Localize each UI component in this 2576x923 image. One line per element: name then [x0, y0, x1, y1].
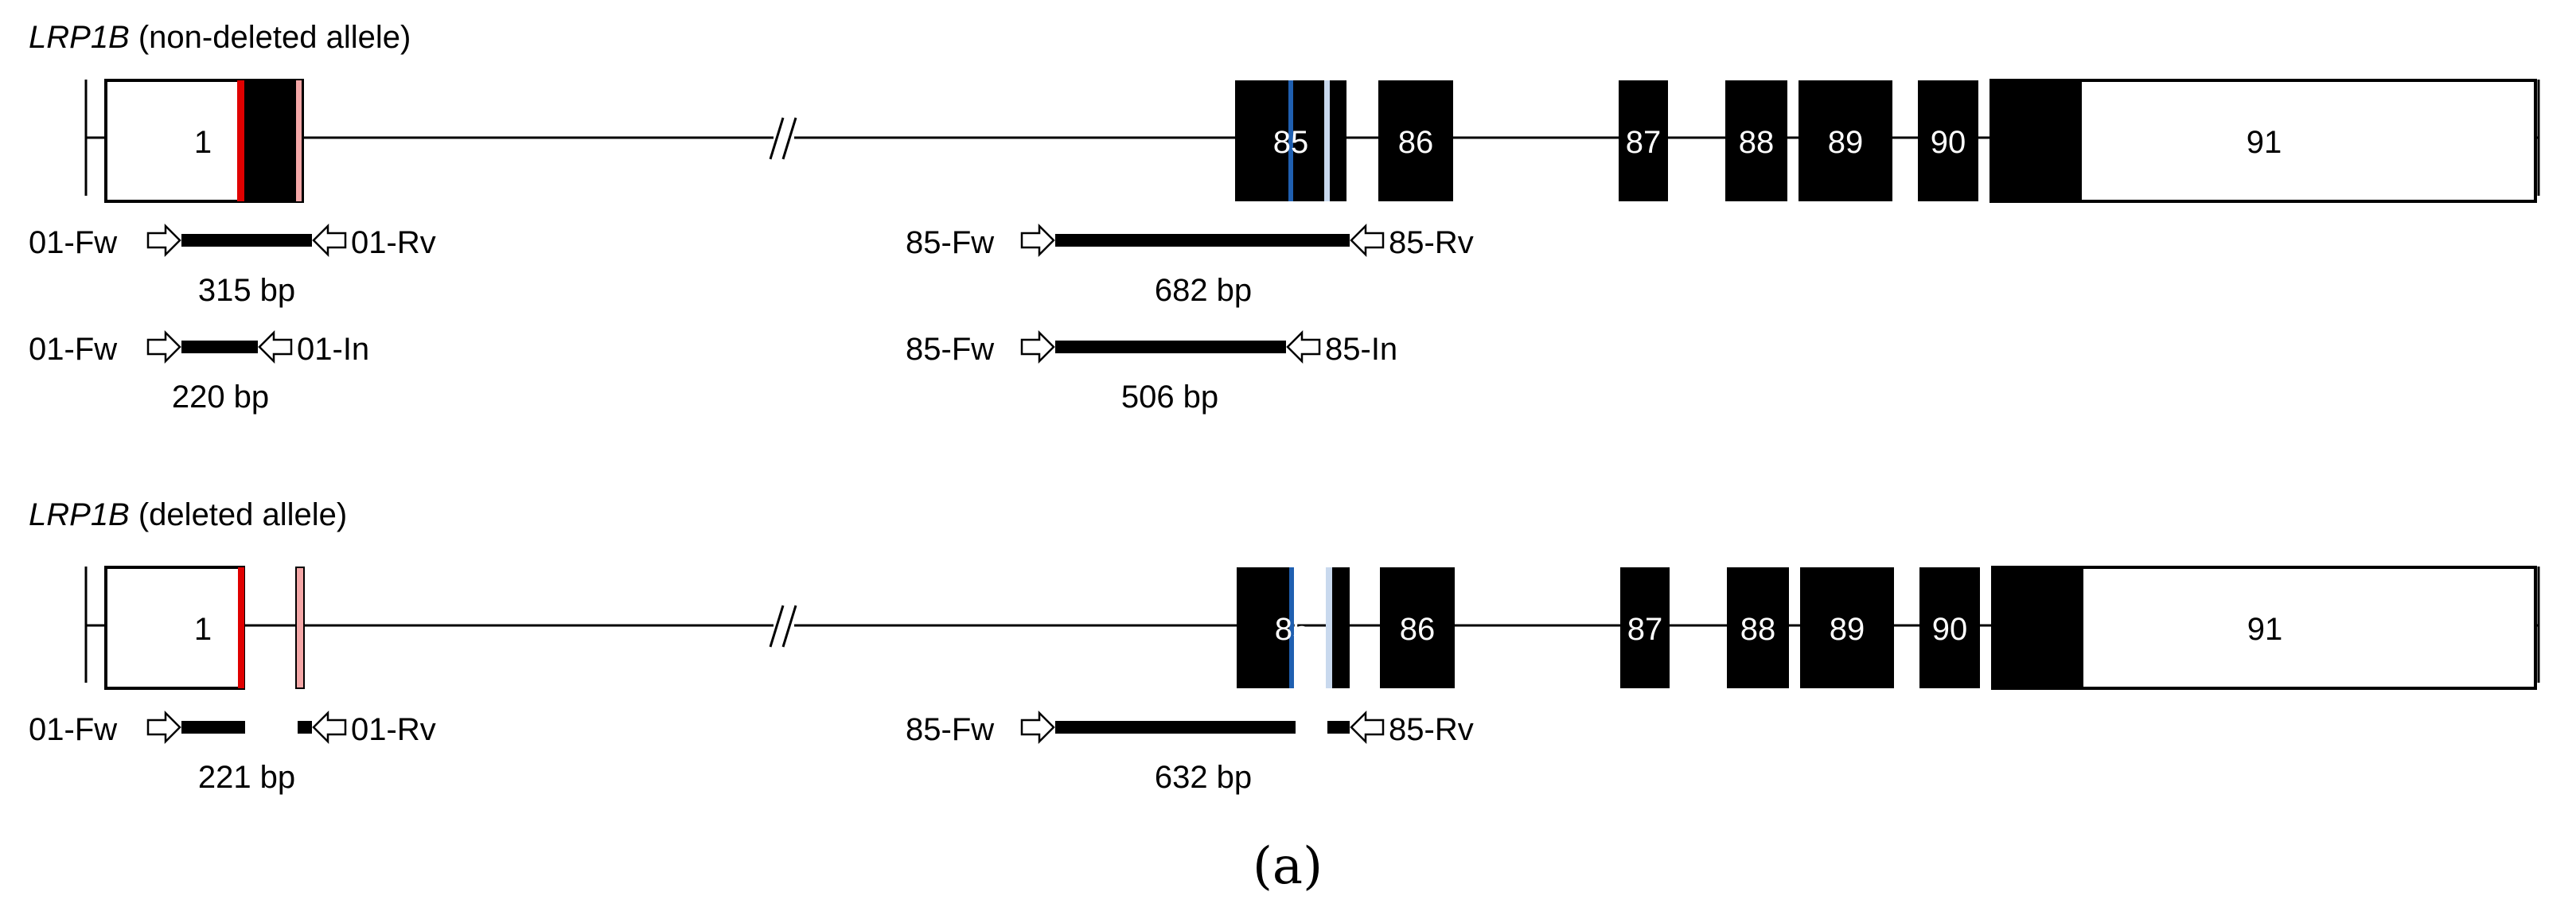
- amplicon-bar: [1055, 341, 1286, 353]
- exon-91-coding: [1991, 80, 2082, 201]
- forward-primer-label: 85-Fw: [906, 332, 994, 367]
- reverse-arrow-icon: [312, 223, 347, 258]
- forward-primer-label: 01-Fw: [29, 712, 117, 747]
- exon-1-utr: [104, 566, 245, 690]
- exon-1-deletion-boundary: [237, 80, 244, 201]
- amplicon-size: 506 bp: [1121, 380, 1218, 415]
- exon-85-mutation-light: [1324, 80, 1330, 201]
- exon-85-mutation-light: [1326, 567, 1332, 688]
- amplicon-size: 220 bp: [172, 380, 269, 415]
- exon-85-mutation: [1288, 80, 1293, 201]
- panel-title: LRP1B (non-deleted allele): [29, 20, 411, 55]
- forward-primer-label: 01-Fw: [29, 225, 117, 260]
- break-mark: [781, 117, 797, 160]
- exon-91-coding: [1993, 567, 2083, 688]
- exon-label: 86: [1398, 125, 1434, 160]
- exon-87: [1619, 80, 1668, 201]
- reverse-arrow-icon: [258, 329, 293, 364]
- exon-label: 90: [1931, 125, 1966, 160]
- forward-arrow-icon: [1020, 223, 1055, 258]
- forward-arrow-icon: [1020, 329, 1055, 364]
- exon-label: 1: [194, 125, 212, 160]
- break-mark: [769, 117, 785, 160]
- amplicon-bar: [181, 721, 245, 734]
- exon-88: [1727, 567, 1789, 688]
- panel-title: LRP1B (deleted allele): [29, 497, 347, 532]
- reverse-primer-label: 01-Rv: [351, 225, 436, 260]
- forward-arrow-icon: [146, 223, 181, 258]
- exon-88: [1725, 80, 1787, 201]
- panel-tag: (a): [1253, 837, 1323, 896]
- reverse-primer-label: 01-Rv: [351, 712, 436, 747]
- amplicon-bar: [1055, 234, 1350, 247]
- allele-label: (deleted allele): [130, 497, 348, 532]
- amplicon-01-rv-deleted: 01-Fw 01-Rv 221 bp: [29, 710, 436, 795]
- exon-89: [1799, 80, 1892, 201]
- exon-label: 88: [1740, 612, 1776, 647]
- exon-86: [1378, 80, 1453, 201]
- forward-arrow-icon: [146, 329, 181, 364]
- amplicon-bar: [181, 341, 258, 353]
- exon-89: [1800, 567, 1894, 688]
- amplicon-size: 315 bp: [198, 273, 295, 308]
- exon-label: 86: [1400, 612, 1436, 647]
- exon-label: 87: [1626, 125, 1662, 160]
- forward-primer-label: 85-Fw: [906, 225, 994, 260]
- exon-1-coding: [240, 80, 302, 201]
- amplicon-size: 221 bp: [198, 760, 295, 795]
- panel-non-deleted: LRP1B (non-deleted allele) 1 85 86 87 88: [29, 20, 2540, 415]
- reverse-arrow-icon: [1350, 223, 1385, 258]
- amplicon-01-in: 01-Fw 01-In 220 bp: [29, 329, 369, 415]
- exon-label: 87: [1627, 612, 1663, 647]
- exon-85-mutation: [1289, 567, 1294, 688]
- amplicon-85-in: 85-Fw 85-In 506 bp: [906, 329, 1397, 415]
- amplicon-85-rv-deleted: 85-Fw 85-Rv 632 bp: [906, 710, 1474, 795]
- reverse-primer-label: 85-In: [1325, 332, 1397, 367]
- exon-85: [1237, 567, 1294, 688]
- exon-label: 1: [194, 612, 212, 647]
- gene-name: LRP1B: [29, 20, 130, 55]
- exon-label: 85: [1273, 125, 1309, 160]
- exon-87: [1620, 567, 1670, 688]
- amplicon-size: 632 bp: [1155, 760, 1252, 795]
- panel-deleted: LRP1B (deleted allele) 1 85 86 87 88 89 …: [29, 497, 2540, 795]
- exon-90: [1918, 80, 1978, 201]
- break-mark: [769, 605, 785, 648]
- amplicon-size: 682 bp: [1155, 273, 1252, 308]
- amplicon-bar-tail: [1327, 721, 1350, 734]
- break-mark: [781, 605, 797, 648]
- forward-arrow-icon: [1020, 710, 1055, 745]
- reverse-arrow-icon: [312, 710, 347, 745]
- forward-primer-label: 85-Fw: [906, 712, 994, 747]
- exon-label: 90: [1932, 612, 1968, 647]
- amplicon-bar: [181, 234, 312, 247]
- exon-label: 91: [2247, 125, 2282, 160]
- allele-label: (non-deleted allele): [130, 20, 411, 55]
- reverse-primer-label: 85-Rv: [1389, 712, 1474, 747]
- forward-arrow-icon: [146, 710, 181, 745]
- reverse-primer-label: 01-In: [297, 332, 369, 367]
- amplicon-85-rv: 85-Fw 85-Rv 682 bp: [906, 223, 1474, 308]
- gene-name: LRP1B: [29, 497, 130, 532]
- reverse-arrow-icon: [1286, 329, 1321, 364]
- exon-label: 89: [1828, 125, 1864, 160]
- exon-90: [1919, 567, 1980, 688]
- amplicon-bar-tail: [298, 721, 312, 734]
- exon-label: 85: [1275, 612, 1311, 647]
- exon-86: [1380, 567, 1455, 688]
- forward-primer-label: 01-Fw: [29, 332, 117, 367]
- amplicon-01-rv: 01-Fw 01-Rv 315 bp: [29, 223, 436, 308]
- exon-label: 88: [1739, 125, 1775, 160]
- reverse-primer-label: 85-Rv: [1389, 225, 1474, 260]
- exon-label: 91: [2247, 612, 2283, 647]
- exon-1-residual: [295, 567, 305, 689]
- exon-label: 89: [1830, 612, 1865, 647]
- reverse-arrow-icon: [1350, 710, 1385, 745]
- exon-1-deletion-boundary-light: [296, 80, 302, 201]
- exon-1-deletion-boundary: [238, 567, 244, 688]
- amplicon-bar: [1055, 721, 1296, 734]
